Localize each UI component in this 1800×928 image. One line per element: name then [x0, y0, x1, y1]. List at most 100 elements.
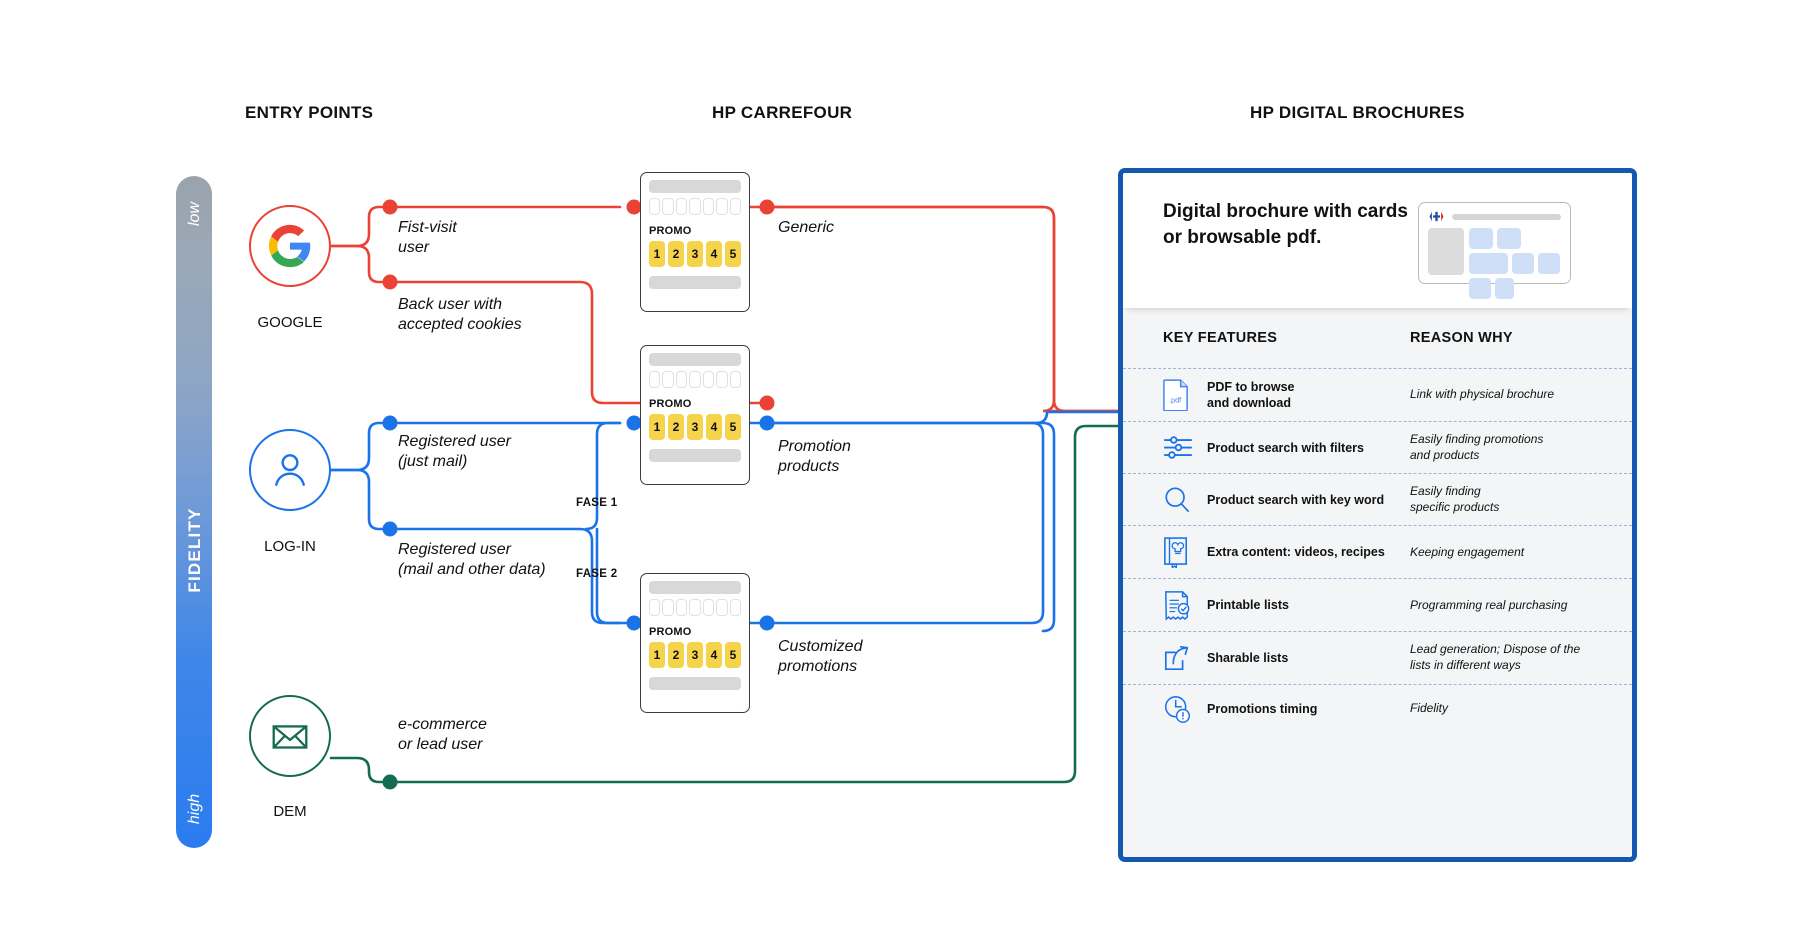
- promo-number: 5: [725, 414, 741, 440]
- feature-row-extra-content[interactable]: Extra content: videos, recipes Keeping e…: [1123, 525, 1632, 578]
- promo-card-title: PROMO: [649, 225, 692, 237]
- fidelity-gradient-bar: [176, 176, 212, 848]
- promo-number: 5: [725, 642, 741, 668]
- promo-number: 1: [649, 642, 665, 668]
- promo-number: 4: [706, 642, 722, 668]
- entry-node-label-dem: DEM: [273, 803, 307, 820]
- feature-name: PDF to browse and download: [1207, 380, 1295, 410]
- promo-number: 4: [706, 241, 722, 267]
- recipe-book-icon: [1163, 536, 1207, 569]
- entry-node-login[interactable]: [249, 429, 331, 511]
- connector-label-registered-mail: Registered user (just mail): [398, 433, 511, 471]
- promo-card-header-bar: [649, 180, 741, 193]
- promo-number: 1: [649, 241, 665, 267]
- carrefour-logo-icon: [1429, 211, 1444, 222]
- promo-card-chip-row: [649, 198, 741, 215]
- promo-number: 2: [668, 414, 684, 440]
- promo-card-chip-row: [649, 599, 741, 616]
- feature-row-promotions-timing[interactable]: Promotions timing Fidelity: [1123, 683, 1632, 734]
- connector-label-generic: Generic: [778, 219, 835, 236]
- phase-label-fase-2: FASE 2: [576, 568, 618, 580]
- panel-header: Digital brochure with cards or browsable…: [1123, 173, 1632, 308]
- feature-row-filters[interactable]: Product search with filters Easily findi…: [1123, 421, 1632, 473]
- share-arrow-icon: [1163, 644, 1207, 672]
- column-header-reason-why: REASON WHY: [1410, 330, 1513, 346]
- connector-label-back-user: Back user with accepted cookies: [398, 296, 522, 334]
- feature-reason: Lead generation; Dispose of the lists in…: [1410, 642, 1581, 672]
- promo-number: 2: [668, 642, 684, 668]
- connector-label-ecommerce: e-commerce or lead user: [398, 716, 487, 754]
- thumbnail-card: [1538, 253, 1560, 274]
- thumbnail-card: [1469, 228, 1493, 249]
- promo-card-generic[interactable]: PROMO 1 2 3 4 5: [640, 172, 750, 312]
- entry-node-label-login: LOG-IN: [264, 538, 316, 555]
- promo-card-footer-bar: [649, 449, 741, 462]
- column-heading-hp-digital-brochures: HP DIGITAL BROCHURES: [1250, 103, 1465, 122]
- feature-reason: Link with physical brochure: [1410, 387, 1555, 402]
- promo-card-customized[interactable]: PROMO 1 2 3 4 5: [640, 573, 750, 713]
- feature-name: Product search with key word: [1207, 492, 1385, 507]
- connector-endpoint-dots: [382, 199, 775, 790]
- digital-brochure-panel[interactable]: Digital brochure with cards or browsable…: [1118, 168, 1637, 862]
- filters-sliders-icon: [1163, 435, 1207, 460]
- pdf-file-icon: .pdf: [1163, 379, 1207, 411]
- feature-reason: Easily finding specific products: [1410, 484, 1500, 514]
- thumbnail-card: [1495, 278, 1514, 299]
- feature-name: Product search with filters: [1207, 440, 1364, 455]
- magnifier-icon: [1163, 486, 1207, 514]
- connector-label-registered-data: Registered user (mail and other data): [398, 541, 546, 579]
- feature-row-pdf[interactable]: .pdf PDF to browse and download Link wit…: [1123, 368, 1632, 421]
- feature-reason: Programming real purchasing: [1410, 597, 1568, 612]
- promo-number: 3: [687, 642, 703, 668]
- feature-name: Promotions timing: [1207, 702, 1318, 717]
- promo-number: 3: [687, 414, 703, 440]
- feature-name: Printable lists: [1207, 598, 1289, 613]
- svg-text:.pdf: .pdf: [1169, 395, 1182, 404]
- thumbnail-card: [1497, 228, 1521, 249]
- entry-node-google[interactable]: [249, 205, 331, 287]
- connector-label-first-visit: Fist-visit user: [398, 219, 457, 257]
- connector-label-promotion-products: Promotion products: [778, 438, 851, 476]
- promo-card-chip-row: [649, 371, 741, 388]
- entry-node-label-google: GOOGLE: [257, 314, 323, 331]
- feature-reason: Easily finding promotions and products: [1410, 432, 1544, 462]
- feature-table-header: KEY FEATURES REASON WHY: [1123, 308, 1632, 346]
- panel-title: Digital brochure with cards or browsable…: [1163, 201, 1408, 249]
- promo-card-header-bar: [649, 581, 741, 594]
- thumbnail-card: [1512, 253, 1534, 274]
- thumbnail-hero-block: [1428, 228, 1464, 275]
- promo-card-numbers: 1 2 3 4 5: [649, 642, 741, 668]
- promo-card-footer-bar: [649, 276, 741, 289]
- feature-list: .pdf PDF to browse and download Link wit…: [1123, 368, 1632, 734]
- column-header-key-features: KEY FEATURES: [1163, 330, 1278, 346]
- envelope-icon: [272, 725, 308, 749]
- brochure-thumbnail-mock: [1418, 202, 1571, 299]
- promo-card-title: PROMO: [649, 398, 692, 410]
- promo-card-title: PROMO: [649, 626, 692, 638]
- feature-row-sharable-lists[interactable]: Sharable lists Lead generation; Dispose …: [1123, 631, 1632, 683]
- thumbnail-card-grid: [1469, 228, 1561, 299]
- entry-node-dem[interactable]: [249, 695, 331, 777]
- thumbnail-card: [1469, 253, 1508, 274]
- promo-number: 3: [687, 241, 703, 267]
- promo-number: 1: [649, 414, 665, 440]
- promo-card-header-bar: [649, 353, 741, 366]
- thumbnail-card: [1469, 278, 1491, 299]
- clock-alert-icon: [1163, 695, 1207, 724]
- promo-card-footer-bar: [649, 677, 741, 690]
- column-heading-entry-points: ENTRY POINTS: [245, 103, 374, 122]
- feature-row-printable-lists[interactable]: Printable lists Programming real purchas…: [1123, 578, 1632, 631]
- promo-card-products[interactable]: PROMO 1 2 3 4 5: [640, 345, 750, 485]
- google-logo-icon: [268, 224, 311, 268]
- user-account-icon: [275, 454, 305, 486]
- feature-row-keyword[interactable]: Product search with key word Easily find…: [1123, 473, 1632, 525]
- feature-name: Sharable lists: [1207, 650, 1289, 665]
- thumbnail-search-bar: [1452, 213, 1561, 220]
- promo-card-numbers: 1 2 3 4 5: [649, 241, 741, 267]
- column-heading-hp-carrefour: HP CARREFOUR: [712, 103, 853, 122]
- feature-reason: Keeping engagement: [1410, 544, 1525, 559]
- promo-number: 4: [706, 414, 722, 440]
- connector-label-customized-promotions: Customized promotions: [778, 638, 863, 676]
- promo-number: 5: [725, 241, 741, 267]
